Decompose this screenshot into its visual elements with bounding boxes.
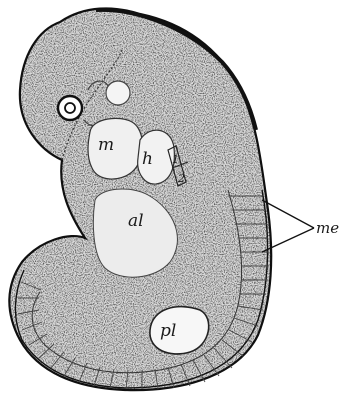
label-m: m <box>98 135 114 155</box>
label-pl: pl <box>160 321 176 341</box>
label-1: 1 <box>172 153 179 166</box>
eye <box>58 96 82 120</box>
label-al: al <box>128 211 144 231</box>
mandibular-arch <box>88 118 143 179</box>
otic-vesicle <box>106 81 130 105</box>
label-me: me <box>316 219 339 237</box>
posterior-limb-bud <box>150 307 209 354</box>
label-h: h <box>142 149 153 169</box>
label-2: 2 <box>177 172 185 185</box>
